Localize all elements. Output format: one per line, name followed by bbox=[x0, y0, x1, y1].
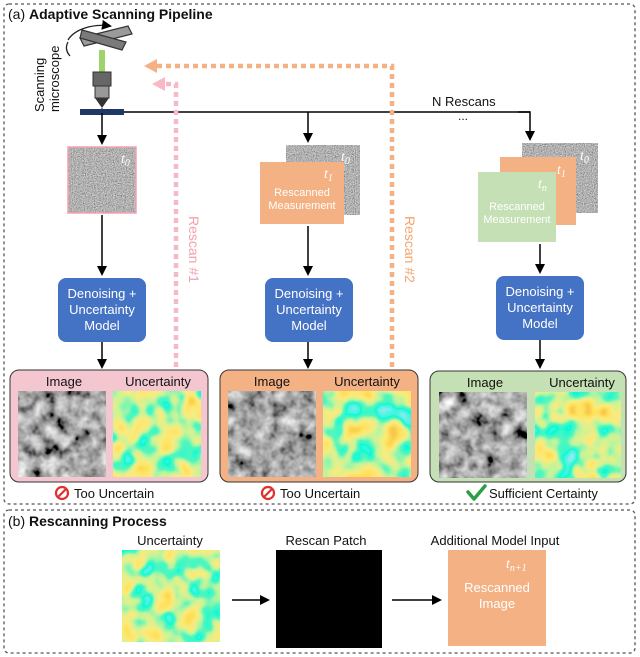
panel-b-uncertainty-map bbox=[122, 550, 220, 642]
model-box-1: Denoising + Uncertainty Model bbox=[58, 278, 146, 342]
panel-b: (b) Rescanning Process Uncertainty Resca… bbox=[3, 509, 636, 654]
rescanned-measurement-tn: tn Rescanned Measurement bbox=[478, 172, 556, 242]
svg-text:Measurement: Measurement bbox=[268, 200, 335, 212]
svg-text:Uncertainty: Uncertainty bbox=[507, 300, 573, 315]
svg-text:Image: Image bbox=[46, 374, 82, 389]
svg-text:Uncertainty: Uncertainty bbox=[276, 302, 342, 317]
rescan-1-label: Rescan #1 bbox=[186, 216, 202, 283]
rescanned-image-tn1: tn+1 Rescanned Image bbox=[448, 550, 546, 646]
model-box-2: Denoising + Uncertainty Model bbox=[265, 278, 353, 342]
svg-text:Uncertainty: Uncertainty bbox=[549, 375, 615, 390]
ellipsis: ... bbox=[458, 109, 468, 123]
panel-b-uncertainty-label: Uncertainty bbox=[137, 533, 203, 548]
svg-text:tn+1: tn+1 bbox=[506, 557, 527, 574]
svg-text:Uncertainty: Uncertainty bbox=[69, 302, 135, 317]
panel-a: (a) Adaptive Scanning Pipeline Scanning … bbox=[3, 3, 636, 505]
panel-a-heading: (a) Adaptive Scanning Pipeline bbox=[8, 6, 213, 22]
stop-icon-1 bbox=[54, 485, 70, 501]
svg-text:Uncertainty: Uncertainty bbox=[125, 374, 191, 389]
panel-b-frame bbox=[3, 509, 636, 654]
svg-text:t0: t0 bbox=[580, 149, 589, 166]
status-3: Sufficient Certainty bbox=[489, 486, 598, 501]
svg-text:t0: t0 bbox=[121, 152, 130, 169]
rescan-patch-mask bbox=[276, 550, 382, 648]
rescan-patch-label: Rescan Patch bbox=[286, 533, 367, 548]
svg-text:tn: tn bbox=[538, 177, 547, 194]
svg-text:Denoising +: Denoising + bbox=[505, 284, 574, 299]
svg-text:Rescanned: Rescanned bbox=[489, 201, 545, 213]
svg-text:Image: Image bbox=[479, 596, 515, 611]
result-panel-1: Image Uncertainty bbox=[9, 369, 209, 483]
svg-text:Image: Image bbox=[254, 374, 290, 389]
svg-text:t1: t1 bbox=[324, 167, 333, 184]
svg-text:Model: Model bbox=[291, 318, 327, 333]
measurement-t0: t0 bbox=[67, 146, 137, 214]
result-panel-2: Image Uncertainty bbox=[219, 369, 419, 483]
svg-text:Uncertainty: Uncertainty bbox=[334, 374, 400, 389]
svg-text:Rescanned: Rescanned bbox=[274, 187, 330, 199]
rescanned-measurement-t1: t1 Rescanned Measurement bbox=[260, 162, 344, 224]
check-icon bbox=[466, 484, 487, 501]
svg-text:Denoising +: Denoising + bbox=[67, 286, 136, 301]
svg-text:Image: Image bbox=[467, 375, 503, 390]
svg-text:t0: t0 bbox=[341, 150, 350, 167]
svg-text:Model: Model bbox=[522, 316, 558, 331]
microscope-icon bbox=[65, 19, 133, 115]
result-panel-3: Image Uncertainty bbox=[429, 370, 627, 483]
arrow-col3-down bbox=[518, 111, 535, 141]
microscope-label: Scanning microscope bbox=[32, 46, 62, 112]
additional-input-label: Additional Model Input bbox=[431, 533, 560, 548]
rescan-2-label: Rescan #2 bbox=[402, 216, 418, 283]
rescan-1-arrow bbox=[152, 77, 179, 367]
n-rescans-label: N Rescans bbox=[432, 94, 496, 109]
status-1: Too Uncertain bbox=[74, 486, 154, 501]
stop-icon-2 bbox=[260, 485, 276, 501]
n-rescans-label-bg bbox=[428, 94, 524, 110]
svg-text:Denoising +: Denoising + bbox=[274, 286, 343, 301]
rescan-2-arrow bbox=[144, 59, 395, 367]
svg-text:Measurement: Measurement bbox=[483, 214, 550, 226]
status-2: Too Uncertain bbox=[280, 486, 360, 501]
panel-a-frame bbox=[3, 3, 636, 505]
svg-text:Model: Model bbox=[84, 318, 120, 333]
panel-b-heading: (b) Rescanning Process bbox=[8, 513, 167, 529]
svg-text:Rescanned: Rescanned bbox=[464, 580, 530, 595]
model-box-3: Denoising + Uncertainty Model bbox=[496, 276, 584, 340]
svg-text:t1: t1 bbox=[557, 163, 566, 180]
